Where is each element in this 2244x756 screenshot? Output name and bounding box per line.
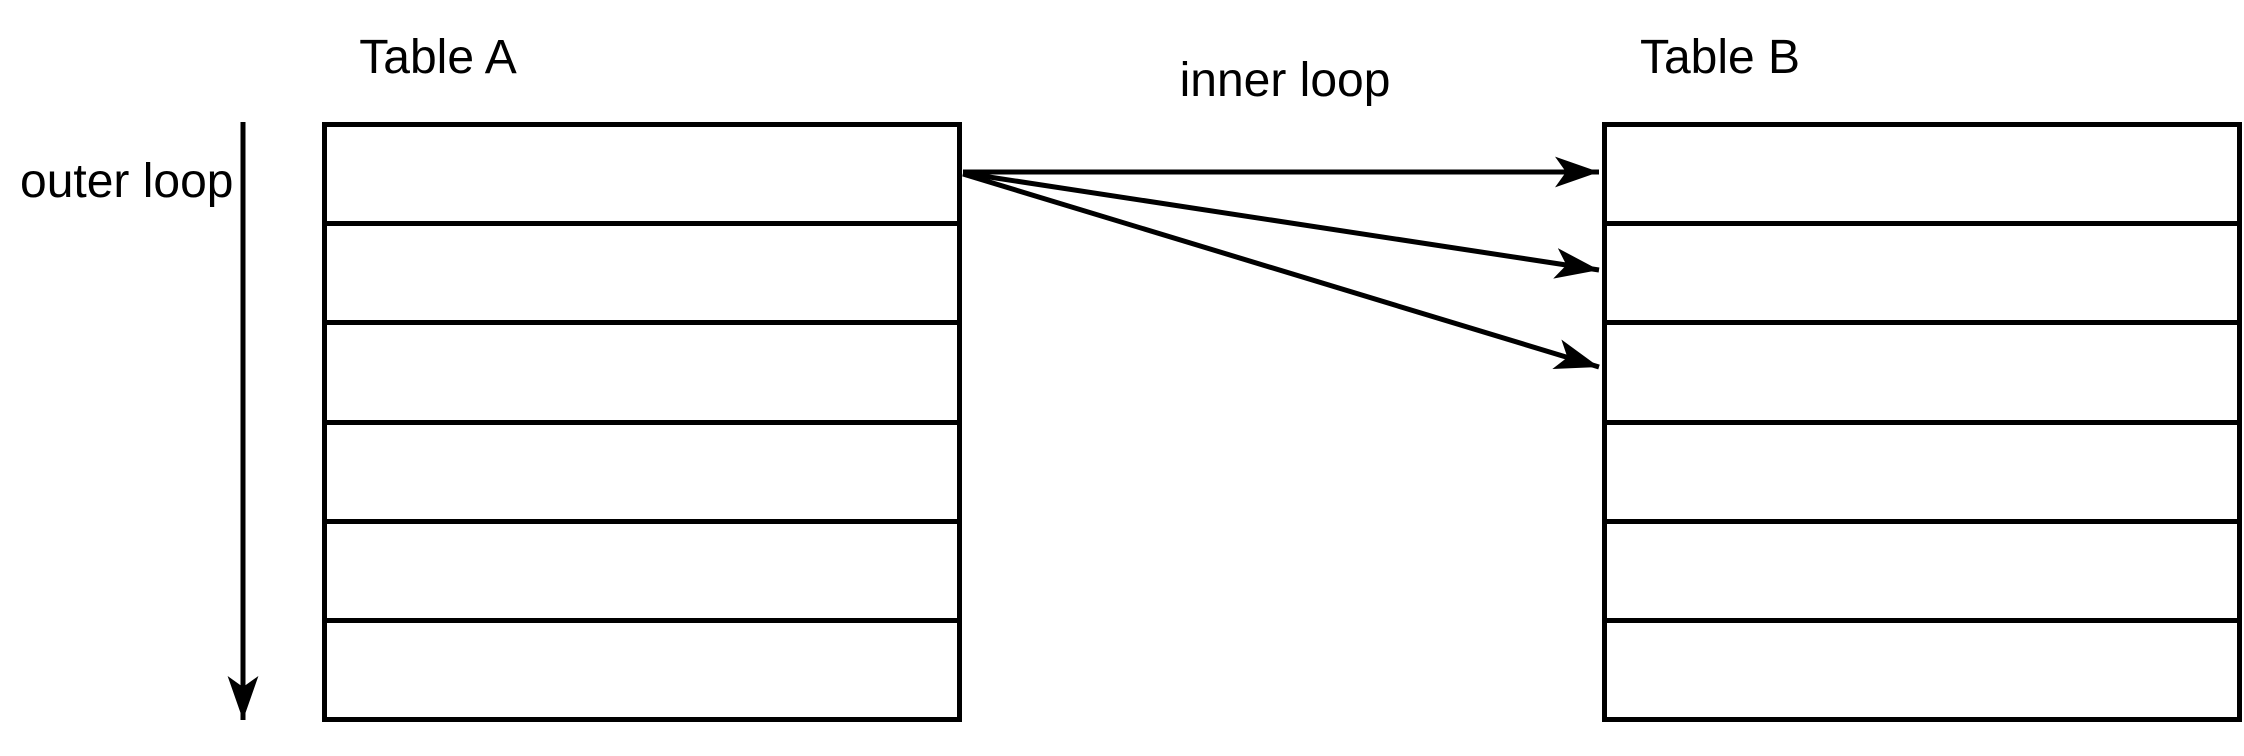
- table-row: [1607, 524, 2237, 623]
- table-row: [327, 127, 957, 227]
- table-row: [327, 425, 957, 524]
- table-row: [327, 524, 957, 623]
- table-a-title: Table A: [359, 31, 517, 84]
- table-row: [327, 325, 957, 425]
- table-b: [1602, 122, 2242, 722]
- table-row: [327, 226, 957, 326]
- table-row: [1607, 325, 2237, 425]
- table-a: [322, 122, 962, 722]
- outer-loop-label: outer loop: [20, 155, 234, 208]
- inner-loop-arrow-3: [962, 171, 1600, 370]
- table-row: [327, 623, 957, 717]
- table-row: [1607, 425, 2237, 524]
- table-row: [1607, 226, 2237, 326]
- table-row: [1607, 623, 2237, 717]
- table-row: [1607, 127, 2237, 227]
- inner-loop-label: inner loop: [1179, 54, 1391, 107]
- table-b-title: Table B: [1639, 31, 1801, 84]
- inner-loop-arrow-2: [962, 170, 1600, 279]
